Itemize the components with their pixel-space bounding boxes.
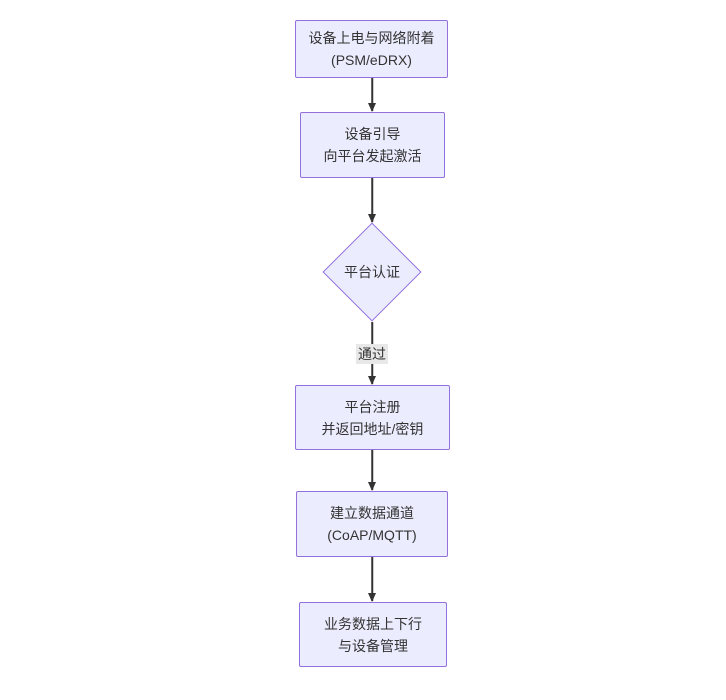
node-data-channel-line1: 建立数据通道 [330, 505, 414, 521]
arrowhead-icon [368, 376, 376, 385]
node-platform-register: 平台注册 并返回地址/密钥 [295, 385, 450, 450]
node-platform-register-line2: 并返回地址/密钥 [321, 420, 424, 437]
edge-line [371, 178, 373, 222]
arrowhead-icon [368, 593, 376, 602]
node-bootstrap-line1: 设备引导 [344, 126, 401, 142]
node-platform-register-line1: 平台注册 [344, 398, 401, 415]
node-data-channel: 建立数据通道 (CoAP/MQTT) [296, 491, 448, 557]
node-business-data-line2: 与设备管理 [338, 637, 408, 654]
node-business-data: 业务数据上下行 与设备管理 [299, 602, 447, 667]
arrowhead-icon [368, 214, 376, 223]
node-business-data-line1: 业务数据上下行 [324, 615, 422, 632]
node-platform-auth-label: 平台认证 [344, 264, 400, 280]
node-data-channel-line2: (CoAP/MQTT) [327, 527, 417, 543]
edge-line [371, 557, 373, 601]
edge-label-pass: 通过 [356, 343, 388, 364]
node-power-attach-line2: (PSM/eDRX) [331, 52, 412, 68]
arrowhead-icon [368, 103, 376, 112]
node-bootstrap: 设备引导 向平台发起激活 [300, 112, 445, 178]
node-power-attach-line1: 设备上电与网络附着 [308, 30, 435, 46]
node-platform-auth: 平台认证 [322, 222, 422, 322]
node-power-attach: 设备上电与网络附着 (PSM/eDRX) [295, 20, 448, 78]
edge-line [371, 78, 373, 111]
arrowhead-icon [368, 482, 376, 491]
edge-line [371, 450, 373, 490]
node-bootstrap-line2: 向平台发起激活 [323, 148, 422, 164]
